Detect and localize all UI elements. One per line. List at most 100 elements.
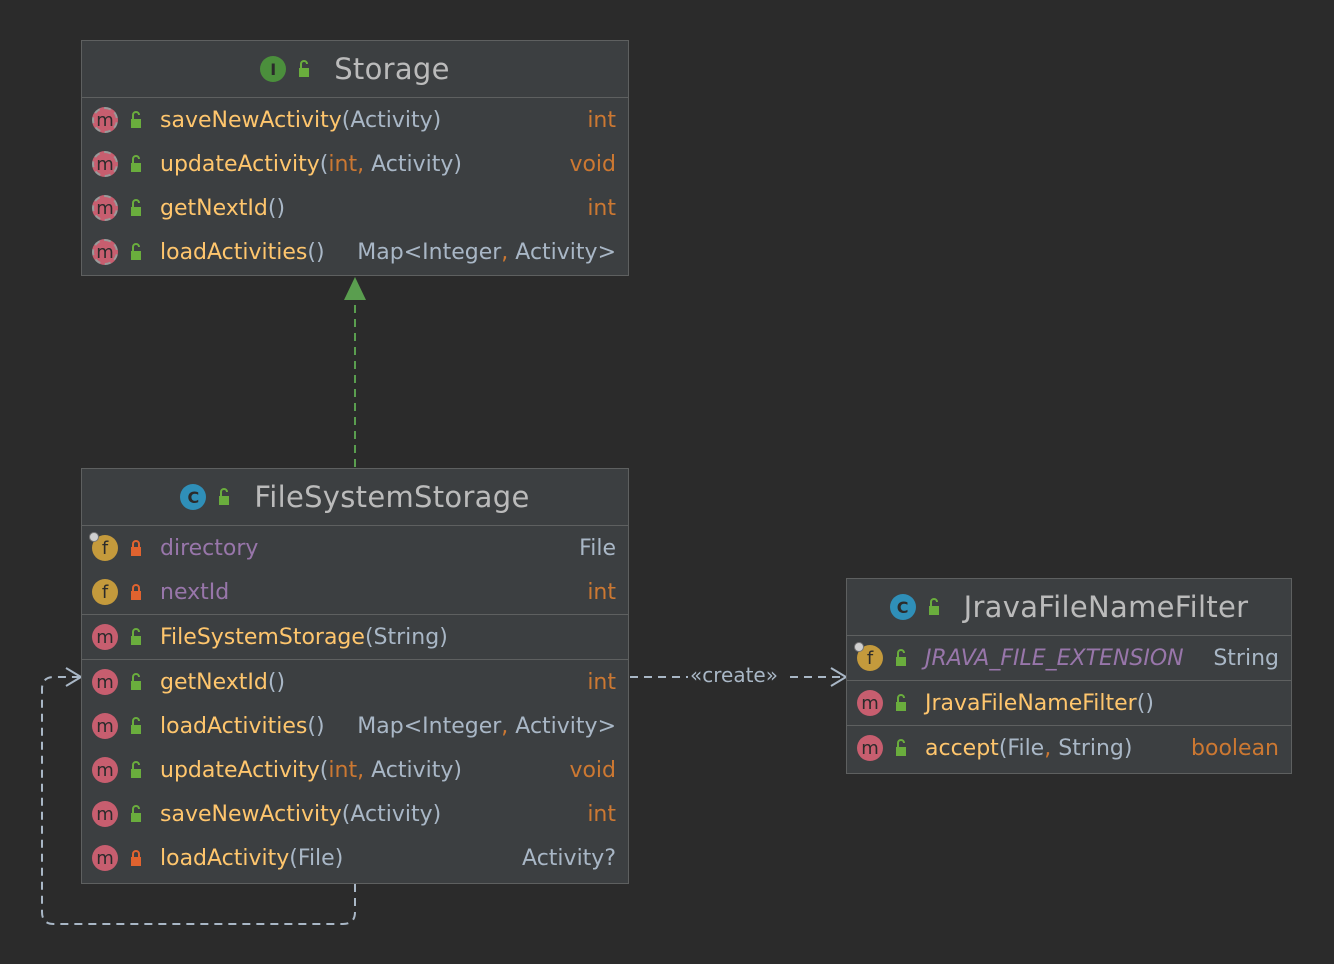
method-icon: m <box>92 195 118 221</box>
method-params: () <box>307 240 324 265</box>
public-visibility-icon <box>896 739 906 756</box>
paren-close: ) <box>276 669 286 695</box>
jravafilenamefilter-title: JravaFileNameFilter <box>963 590 1249 624</box>
method-params: (File) <box>289 846 343 871</box>
public-visibility-icon <box>219 488 230 505</box>
method-icon: m <box>92 239 118 265</box>
param-type: Activity <box>350 107 433 133</box>
paren-close: ) <box>1145 690 1154 716</box>
param-type: Activity <box>350 801 433 827</box>
param-type: int <box>328 151 358 177</box>
method-icon: m <box>92 757 118 783</box>
paren-open: ( <box>289 845 298 871</box>
public-visibility-icon <box>928 598 939 615</box>
method-icon: m <box>92 669 118 695</box>
param-type: String <box>373 624 440 650</box>
public-visibility-icon <box>131 805 141 822</box>
return-type: int <box>587 195 616 221</box>
method-params: (int, Activity) <box>320 152 462 177</box>
method-name: updateActivity <box>160 151 320 177</box>
param-type: int <box>328 757 358 783</box>
param-separator: , <box>357 151 365 177</box>
param-separator: , <box>357 757 365 783</box>
field-name: directory <box>160 535 259 561</box>
paren-open: ( <box>307 239 316 265</box>
jravafilenamefilter-class-box[interactable]: C JravaFileNameFilter f JRAVA_FILE_EXTENS… <box>846 578 1292 774</box>
class-icon: C <box>889 594 916 620</box>
jravafilenamefilter-fields-section: f JRAVA_FILE_EXTENSION String <box>847 636 1291 680</box>
paren-close: ) <box>315 239 325 265</box>
public-visibility-icon <box>131 155 141 172</box>
return-type: Map<Integer, Activity> <box>357 240 616 265</box>
paren-open: ( <box>307 713 316 739</box>
field-name: JRAVA_FILE_EXTENSION <box>925 645 1184 671</box>
public-visibility-icon <box>896 649 906 666</box>
method-name: FileSystemStorage <box>160 624 365 650</box>
storage-methods-section: m saveNewActivity ( Activity) int m updateActi… <box>82 98 628 274</box>
method-row[interactable]: m FileSystemStorage(String) <box>82 615 628 659</box>
filesystemstorage-header: C FileSystemStorage <box>82 469 628 526</box>
final-pin-icon <box>89 532 99 542</box>
method-params: () <box>268 196 285 221</box>
method-params: (String) <box>365 625 448 650</box>
private-lock-icon <box>131 850 141 866</box>
paren-close: ) <box>453 151 462 177</box>
paren-close: ) <box>1123 735 1133 761</box>
paren-close: ) <box>276 195 286 221</box>
paren-close: ) <box>432 107 442 133</box>
field-type: File <box>579 535 616 561</box>
private-lock-icon <box>131 540 141 556</box>
return-type: int <box>587 107 616 133</box>
method-name: JravaFileNameFilter <box>925 690 1137 716</box>
method-icon: m <box>92 151 118 177</box>
param-separator: , <box>1044 735 1052 761</box>
method-icon: m <box>92 801 118 827</box>
return-type: void <box>569 151 616 177</box>
method-icon: m <box>857 735 883 761</box>
field-icon: f <box>854 642 883 671</box>
method-row[interactable]: m updateActivity(int, Activity) void <box>82 142 628 186</box>
method-name: loadActivities <box>160 239 308 265</box>
return-type-part: Activity> <box>508 239 616 265</box>
public-visibility-icon <box>299 60 310 77</box>
field-name: nextId <box>160 579 230 605</box>
param-type: Activity <box>371 757 454 783</box>
paren-close: ) <box>315 713 325 739</box>
public-visibility-icon <box>131 199 141 216</box>
field-row[interactable]: f JRAVA_FILE_EXTENSION String <box>847 636 1291 680</box>
method-name: saveNewActivity <box>160 107 342 133</box>
private-lock-icon <box>131 584 141 600</box>
method-icon: m <box>92 624 118 650</box>
paren-open: ( <box>364 624 374 650</box>
method-params: () <box>307 714 324 739</box>
paren-open: ( <box>1136 690 1146 716</box>
return-type-part: Activity> <box>508 713 616 739</box>
field-icon: f <box>92 579 118 605</box>
paren-close: ) <box>432 801 442 827</box>
method-name: saveNewActivity <box>160 801 342 827</box>
field-type: String <box>1213 645 1279 671</box>
method-name: loadActivity <box>160 845 290 871</box>
implements-arrowhead <box>344 277 366 300</box>
storage-title: Storage <box>334 52 450 86</box>
public-visibility-icon <box>131 628 141 645</box>
method-row[interactable]: m loadActivities() Map<Integer, Activity> <box>82 230 628 274</box>
return-type-separator: , <box>501 239 509 265</box>
method-icon: m <box>92 107 118 133</box>
